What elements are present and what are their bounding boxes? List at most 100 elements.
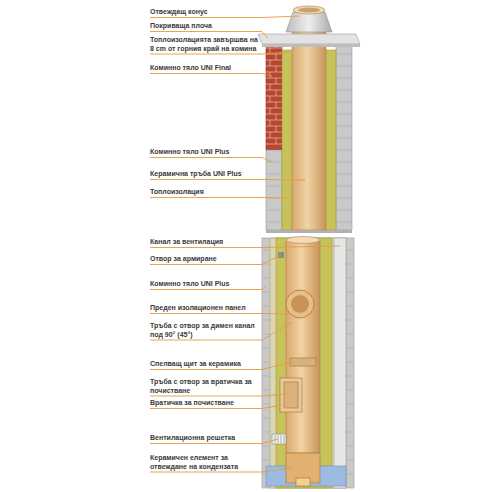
part-label: Отвеждащ конус	[150, 8, 258, 17]
brick-mortar	[276, 78, 277, 84]
leader-line	[150, 197, 287, 199]
part-label: Спелващ щит за керамика	[150, 360, 258, 369]
block-joint	[336, 114, 352, 115]
leader-line	[150, 158, 272, 163]
brick-mortar	[270, 60, 271, 66]
flue-inlet	[286, 290, 314, 318]
block-joint	[266, 174, 282, 175]
block-joint	[336, 66, 352, 67]
ceramic-shield	[290, 358, 316, 366]
cleaning-door-panel	[284, 382, 298, 408]
brick-mortar	[276, 114, 277, 120]
brick-mortar	[276, 90, 277, 96]
brick-mortar	[270, 108, 271, 114]
brick-mortar	[266, 96, 282, 97]
block-joint	[336, 90, 352, 91]
brick-mortar	[266, 114, 282, 115]
leader-line	[150, 74, 272, 77]
brick-mortar	[276, 54, 277, 60]
part-label: Вентилационна решетка	[150, 434, 258, 443]
leader-line	[150, 322, 292, 340]
block-joint	[336, 78, 352, 79]
block-joint	[266, 162, 282, 163]
leader-line	[150, 179, 305, 181]
cleaning-door	[280, 378, 302, 412]
brick-mortar	[266, 102, 282, 103]
block-wall	[336, 42, 352, 230]
part-label: Тръба с отвор за димен канал под 90° (45…	[150, 322, 258, 339]
brick-mortar	[266, 48, 282, 49]
leader-line	[150, 394, 288, 396]
block-joint	[336, 162, 352, 163]
grille-bar	[284, 435, 285, 443]
leader-line	[150, 255, 281, 265]
part-label: Покриваща плоча	[150, 22, 258, 31]
brick-mortar	[266, 84, 282, 85]
brick-mortar	[270, 84, 271, 90]
leader-line	[150, 313, 290, 315]
block-joint	[266, 186, 282, 187]
brick-mortar	[276, 102, 277, 108]
brick-mortar	[266, 120, 282, 121]
ceramic-pipe	[292, 18, 326, 230]
block-joint	[336, 102, 352, 103]
block-joint	[336, 186, 352, 187]
brick-mortar	[266, 78, 282, 79]
block-joint	[336, 150, 352, 151]
pipe-top	[293, 6, 325, 14]
brick-mortar	[266, 60, 282, 61]
brick-mortar	[266, 90, 282, 91]
condensate-outlet	[296, 478, 310, 486]
leader-line	[150, 52, 290, 54]
brick-mortar	[276, 126, 277, 132]
cover-plate-edge	[262, 44, 360, 47]
part-label: Топлоизолация	[150, 188, 258, 197]
brick-mortar	[270, 120, 271, 126]
part-label: Керамичен елемент за отвеждане на конден…	[150, 454, 258, 471]
grille-bar	[281, 435, 282, 443]
part-label: Вратичка за почистване	[150, 399, 258, 408]
block-wall	[266, 150, 282, 230]
drain-cone	[286, 12, 332, 32]
ceramic-pipe	[286, 240, 320, 453]
wall-cavity	[270, 238, 346, 488]
brick-mortar	[266, 138, 282, 139]
pipe-bore	[298, 7, 320, 12]
block-joint	[336, 138, 352, 139]
brick-mortar	[266, 108, 282, 109]
pipe-top	[286, 237, 320, 244]
block-joint	[336, 222, 352, 223]
brick-mortar	[266, 144, 282, 145]
part-label: Отвор за армиране	[150, 255, 258, 264]
cover-plate	[258, 34, 360, 44]
block-joint	[266, 222, 282, 223]
leader-line	[150, 246, 340, 248]
part-label: Преден изолационен панел	[150, 304, 258, 313]
ventilation-grille	[272, 434, 286, 444]
brick-wall	[266, 42, 282, 150]
block-joint	[336, 54, 352, 55]
part-label: Тръба с отвор за вратичка за почистване	[150, 378, 258, 395]
leader-line	[150, 16, 300, 18]
grille-bar	[275, 435, 276, 443]
block-joint	[336, 126, 352, 127]
block-joint	[336, 210, 352, 211]
block-joint	[266, 210, 282, 211]
brick-mortar	[266, 126, 282, 127]
flue-inlet-bore	[291, 295, 309, 313]
brick-mortar	[266, 72, 282, 73]
brick-mortar	[270, 96, 271, 102]
brick-mortar	[276, 138, 277, 144]
brick-mortar	[266, 132, 282, 133]
brick-mortar	[276, 66, 277, 72]
section-cut	[266, 230, 352, 233]
brick-mortar	[270, 132, 271, 138]
part-label: Канал за вентилация	[150, 238, 258, 247]
part-label: Керамична тръба UNI Plus	[150, 170, 258, 179]
block-joint	[336, 198, 352, 199]
brick-mortar	[266, 66, 282, 67]
part-label: Коминно тяло UNI Plus	[150, 148, 258, 157]
block-wall	[262, 238, 354, 488]
